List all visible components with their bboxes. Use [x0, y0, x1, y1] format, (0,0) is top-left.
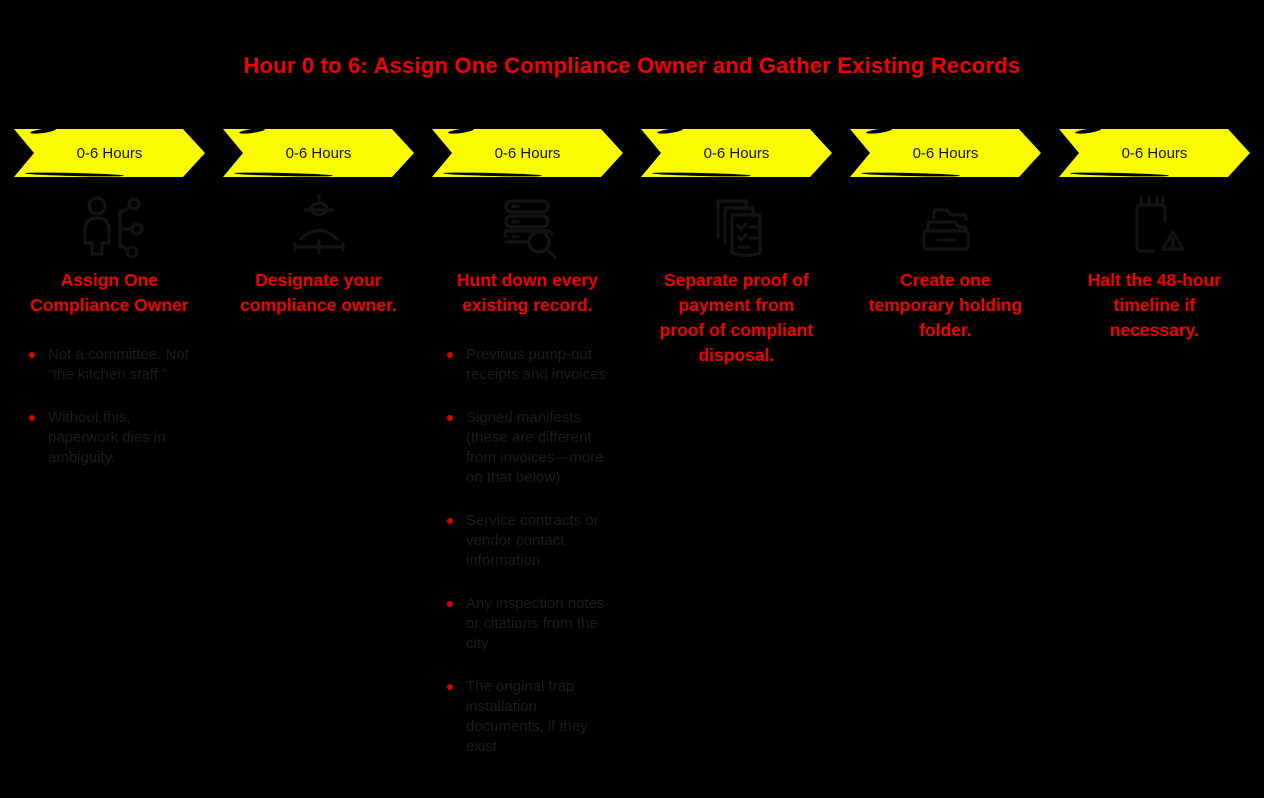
page-title: Hour 0 to 6: Assign One Compliance Owner…: [243, 53, 1021, 78]
ribbon-label: 0-6 Hours: [912, 144, 979, 162]
bullet-item: Any inspection notes or citations from t…: [447, 594, 617, 654]
server-search-icon: [492, 192, 564, 262]
column-heading: Assign One Compliance Owner: [30, 270, 189, 315]
ribbon-0-6-hours: 0-6 Hours: [432, 129, 623, 177]
column-heading: Designate your compliance owner.: [240, 270, 397, 315]
timeline-column-3: 0-6 Hours Hunt down every existing recor…: [432, 129, 623, 780]
engineer-icon: [283, 192, 355, 262]
ribbon-0-6-hours: 0-6 Hours: [223, 129, 414, 177]
bullet-item: Previous pump-out receipts and invoices: [447, 345, 617, 385]
archive-folder-icon: [910, 192, 982, 262]
bullet-list: Previous pump-out receipts and invoices …: [432, 345, 623, 780]
bullet-item: Service contracts or vendor contact info…: [447, 511, 617, 571]
timeline-column-4: 0-6 Hours Separate proof of payment from…: [641, 129, 832, 780]
ribbon-0-6-hours: 0-6 Hours: [641, 129, 832, 177]
bullet-item: Without this, paperwork dies in ambiguit…: [29, 408, 199, 468]
timeline-column-5: 0-6 Hours Create one temporary holding f…: [850, 129, 1041, 780]
timeline-column-1: 0-6 Hours Assign One Compliance Owner No…: [14, 129, 205, 780]
bullet-item: Not a committee. Not “the kitchen staff.…: [29, 345, 199, 385]
ribbon-label: 0-6 Hours: [285, 144, 352, 162]
bullet-item: Signed manifests (these are different fr…: [447, 408, 617, 488]
timeline-column-6: 0-6 Hours Halt the 48-hour timeline if n…: [1059, 129, 1250, 780]
person-network-icon: [74, 192, 146, 262]
column-heading: Create one temporary holding folder.: [868, 270, 1023, 340]
timeline-row: 0-6 Hours Assign One Compliance Owner No…: [0, 129, 1264, 780]
ribbon-0-6-hours: 0-6 Hours: [14, 129, 205, 177]
documents-checklist-icon: [701, 192, 773, 262]
bullet-item: The original trap installation documents…: [447, 677, 617, 757]
clipboard-warning-icon: [1119, 192, 1191, 262]
ribbon-label: 0-6 Hours: [494, 144, 561, 162]
ribbon-label: 0-6 Hours: [1121, 144, 1188, 162]
ribbon-label: 0-6 Hours: [703, 144, 770, 162]
column-heading: Separate proof of payment from proof of …: [659, 270, 814, 365]
column-heading: Halt the 48-hour timeline if necessary.: [1087, 270, 1222, 340]
ribbon-0-6-hours: 0-6 Hours: [1059, 129, 1250, 177]
bullet-list: Not a committee. Not “the kitchen staff.…: [14, 345, 205, 491]
ribbon-label: 0-6 Hours: [76, 144, 143, 162]
timeline-column-2: 0-6 Hours Designate your compliance owne…: [223, 129, 414, 780]
ribbon-0-6-hours: 0-6 Hours: [850, 129, 1041, 177]
column-heading: Hunt down every existing record.: [457, 270, 598, 315]
